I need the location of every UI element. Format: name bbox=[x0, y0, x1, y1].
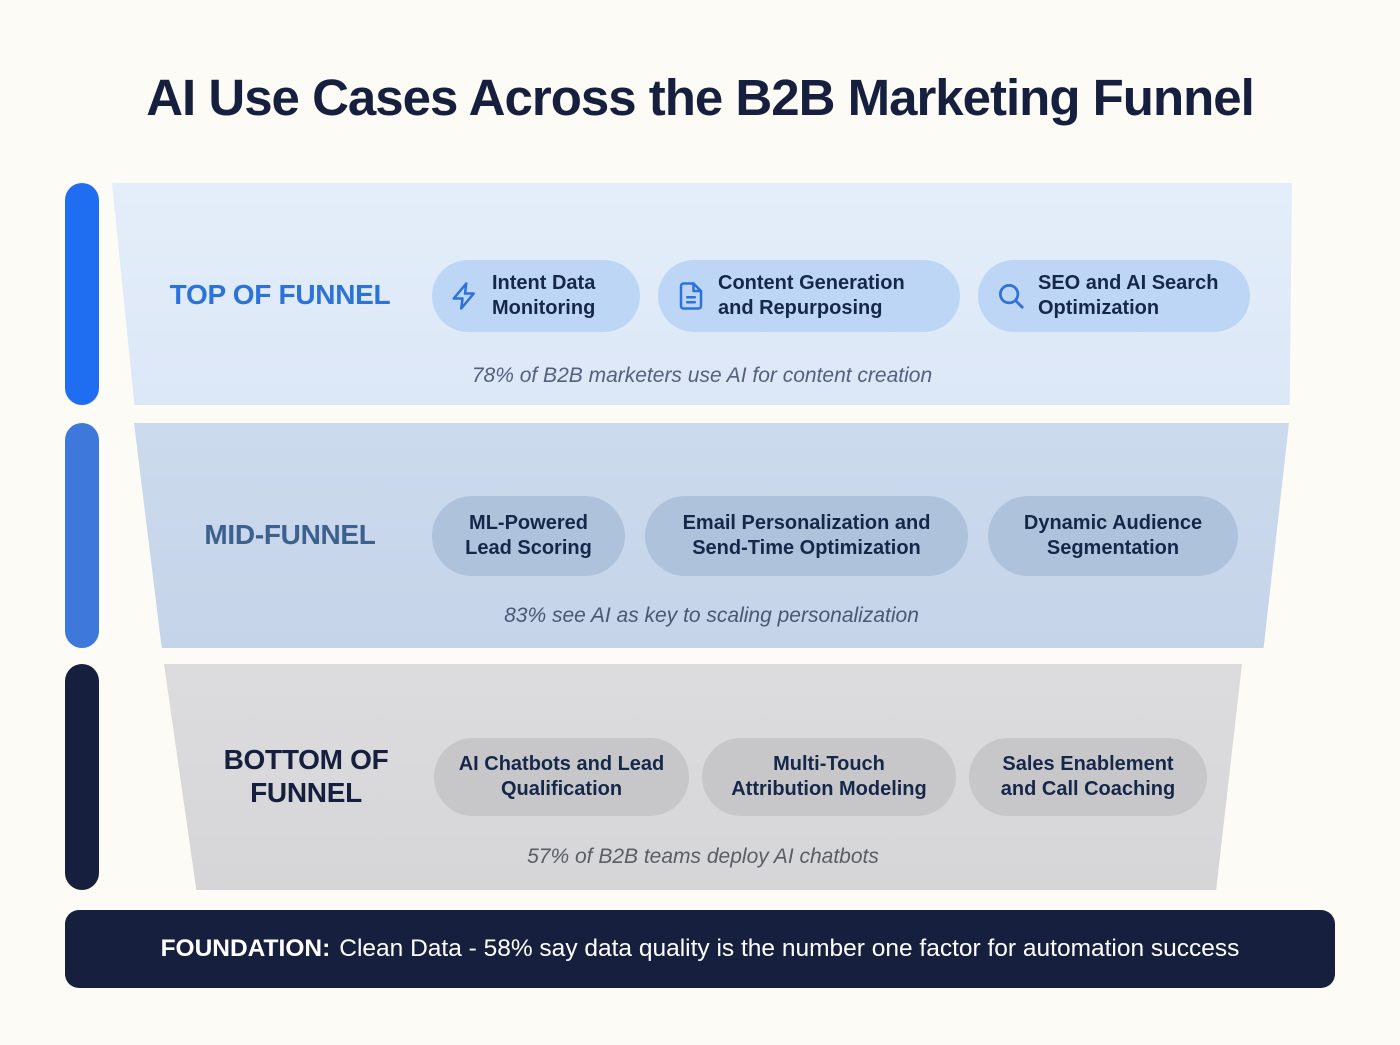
funnel-section-top: TOP OF FUNNEL Intent Data Monitoring Con… bbox=[112, 183, 1292, 405]
pill-label: SEO and AI Search Optimization bbox=[1038, 271, 1219, 319]
pill-seo-ai-search: SEO and AI Search Optimization bbox=[978, 259, 1250, 332]
document-icon bbox=[679, 281, 703, 310]
funnel-section-bottom: BOTTOM OF FUNNEL AI Chatbots and Lead Qu… bbox=[164, 664, 1242, 890]
pill-content-generation: Content Generation and Repurposing bbox=[658, 259, 960, 332]
pill-group-bottom: AI Chatbots and Lead Qualification Multi… bbox=[434, 737, 1207, 816]
page-title: AI Use Cases Across the B2B Marketing Fu… bbox=[146, 69, 1255, 126]
funnel-bottom-row: BOTTOM OF FUNNEL AI Chatbots and Lead Qu… bbox=[164, 719, 1242, 834]
lightning-icon bbox=[452, 281, 475, 310]
funnel-section-mid: MID-FUNNEL ML-Powered Lead Scoring Email… bbox=[134, 423, 1289, 648]
pill-group-mid: ML-Powered Lead Scoring Email Personaliz… bbox=[432, 495, 1238, 576]
section-stat-top: 78% of B2B marketers use AI for content … bbox=[471, 364, 933, 387]
search-icon bbox=[999, 283, 1024, 309]
pill-label: Intent Data Monitoring bbox=[492, 271, 596, 319]
funnel-accent-bar-top bbox=[65, 183, 99, 405]
section-label-mid: MID-FUNNEL bbox=[204, 519, 376, 551]
pill-email-personalization: Email Personalization and Send-Time Opti… bbox=[645, 495, 968, 576]
foundation-bar: FOUNDATION: Clean Data - 58% say data qu… bbox=[65, 910, 1335, 988]
pill-label: Multi-Touch Attribution Modeling bbox=[731, 752, 927, 800]
pill-label: Email Personalization and Send-Time Opti… bbox=[682, 511, 931, 559]
foundation-text: Clean Data - 58% say data quality is the… bbox=[339, 935, 1240, 962]
pill-multi-touch-attribution: Multi-Touch Attribution Modeling bbox=[702, 737, 956, 816]
pill-label: Content Generation and Repurposing bbox=[718, 271, 905, 319]
pill-ml-lead-scoring: ML-Powered Lead Scoring bbox=[432, 495, 625, 576]
pill-ai-chatbots: AI Chatbots and Lead Qualification bbox=[434, 737, 689, 816]
pill-dynamic-audience-segmentation: Dynamic Audience Segmentation bbox=[988, 495, 1238, 576]
pill-sales-enablement: Sales Enablement and Call Coaching bbox=[969, 737, 1207, 816]
pill-label: Dynamic Audience Segmentation bbox=[1023, 511, 1203, 559]
foundation-label: FOUNDATION: bbox=[160, 935, 331, 962]
funnel-mid-row: MID-FUNNEL ML-Powered Lead Scoring Email… bbox=[134, 478, 1289, 593]
pill-intent-data-monitoring: Intent Data Monitoring bbox=[432, 259, 640, 332]
pill-group-top: Intent Data Monitoring Content Generatio… bbox=[432, 259, 1250, 332]
section-stat-bottom: 57% of B2B teams deploy AI chatbots bbox=[527, 845, 879, 868]
funnel-top-row: TOP OF FUNNEL Intent Data Monitoring Con… bbox=[112, 238, 1292, 353]
section-label-bottom: BOTTOM OF FUNNEL bbox=[223, 744, 389, 808]
section-label-top: TOP OF FUNNEL bbox=[169, 279, 391, 311]
pill-label: Sales Enablement and Call Coaching bbox=[1000, 752, 1176, 800]
section-stat-mid: 83% see AI as key to scaling personaliza… bbox=[504, 604, 919, 627]
funnel-accent-bar-bottom bbox=[65, 664, 99, 890]
funnel-accent-bar-mid bbox=[65, 423, 99, 648]
pill-label: AI Chatbots and Lead Qualification bbox=[458, 752, 665, 800]
pill-label: ML-Powered Lead Scoring bbox=[465, 511, 592, 559]
